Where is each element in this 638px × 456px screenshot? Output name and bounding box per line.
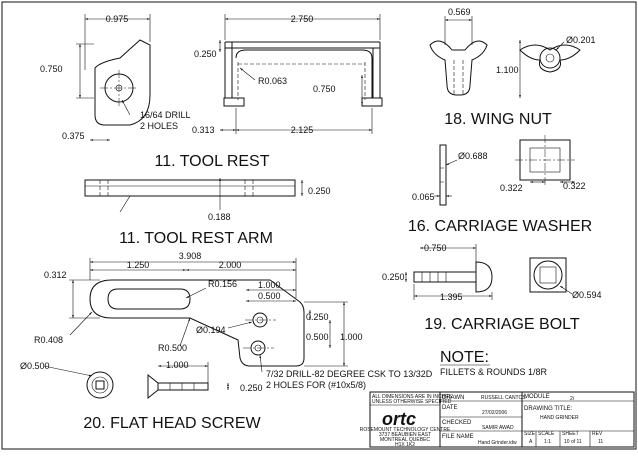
sheet-label: SHEET xyxy=(562,431,579,437)
company-line2: 3737 BEAUBIEN EAST xyxy=(379,432,431,438)
dim-plate-r0408: R0.408 xyxy=(34,335,63,345)
dim-plate-0500b: 0.500 xyxy=(306,332,329,342)
note-block: NOTE: FILLETS & ROUNDS 1/8R xyxy=(440,349,548,377)
tolerance-line1: ALL DIMENSIONS ARE IN INCHES xyxy=(372,394,452,400)
drawn-label: DRAWN xyxy=(442,395,464,401)
dim-plate-0500a: 0.500 xyxy=(258,291,281,301)
date-value: 27/02/2006 xyxy=(482,410,507,416)
checked-label: CHECKED xyxy=(442,420,472,426)
dim-tool-rest-r0063: R0.063 xyxy=(258,76,287,86)
dim-screw-dia0500: Ø0.500 xyxy=(20,361,50,371)
dim-washer-0322b: 0.322 xyxy=(563,181,586,191)
dim-plate-dia0194: Ø0.194 xyxy=(196,325,226,335)
dim-washer-dia0688: Ø0.688 xyxy=(458,151,488,161)
carriage-washer-view: Ø0.688 0.065 0.322 0.322 16. CARRIAGE WA… xyxy=(408,135,592,235)
dim-tool-rest-inner-0750: 0.750 xyxy=(313,84,336,94)
dim-tool-rest-2125: 2.125 xyxy=(291,125,314,135)
arm-plate-view: 3.908 1.250 2.000 0.312 R0.156 1.000 0.5… xyxy=(34,251,433,390)
checked-value: SAMIR AWAD xyxy=(482,425,514,431)
dim-screw-1000: 1.000 xyxy=(166,360,189,370)
dim-plate-2000: 2.000 xyxy=(219,260,242,270)
dim-wingnut-dia0201: Ø0.201 xyxy=(566,35,596,45)
file-label: FILE NAME xyxy=(442,434,474,440)
drawn-value: RUSSELL CANTOS xyxy=(481,395,526,401)
title-tool-rest: 11. TOOL REST xyxy=(154,153,269,170)
dim-plate-1000a: 1.000 xyxy=(258,280,281,290)
dim-tool-rest-2750: 2.750 xyxy=(291,14,314,24)
scale-label: SCALE xyxy=(538,431,555,437)
drill-note-line1: 16/64 DRILL xyxy=(140,110,191,120)
dim-plate-r0156: R0.156 xyxy=(208,279,237,289)
note-text: FILLETS & ROUNDS 1/8R xyxy=(440,367,548,377)
company-logo: ortc xyxy=(382,409,416,429)
carriage-bolt-view: 0.750 0.250 1.395 Ø0.594 19. CARRIAGE BO… xyxy=(382,243,602,333)
note-heading: NOTE: xyxy=(440,349,489,366)
rev-label: REV xyxy=(592,431,603,437)
dim-bolt-0750: 0.750 xyxy=(424,243,447,253)
dim-plate-r0500: R0.500 xyxy=(158,343,187,353)
dim-arm-0250: 0.250 xyxy=(308,186,331,196)
title-flat-head-screw: 20. FLAT HEAD SCREW xyxy=(83,415,261,432)
drawing-title-label: DRAWING TITLE: xyxy=(524,406,573,412)
dim-bolt-1395: 1.395 xyxy=(440,292,463,302)
sheet-value: 10 of 11 xyxy=(564,439,582,445)
title-carriage-bolt: 19. CARRIAGE BOLT xyxy=(424,316,580,333)
dim-tool-rest-0375: 0.375 xyxy=(62,131,85,141)
dim-tool-rest-0250: 0.250 xyxy=(194,49,217,59)
company-line1: ROSEMOUNT TECHNOLOGY CENTRE xyxy=(360,427,451,433)
dim-plate-1250: 1.250 xyxy=(127,260,150,270)
dim-plate-3908: 3.908 xyxy=(179,251,202,261)
size-value: A xyxy=(529,439,533,445)
dim-washer-0065: 0.065 xyxy=(412,192,435,202)
module-value: 2i xyxy=(570,396,574,402)
title-tool-rest-arm: 11. TOOL REST ARM xyxy=(119,230,273,247)
dim-plate-0250: 0.250 xyxy=(306,312,329,322)
dim-plate-1000b: 1.000 xyxy=(340,332,363,342)
dim-wingnut-0569: 0.569 xyxy=(448,7,471,17)
dim-tool-rest-0313: 0.313 xyxy=(192,125,215,135)
rev-value: 11 xyxy=(598,439,603,445)
title-carriage-washer: 16. CARRIAGE WASHER xyxy=(408,218,592,235)
plate-drill-note-line1: 7/32 DRILL-82 DEGREE CSK TO 13/32D xyxy=(266,369,433,379)
scale-value: 1:1 xyxy=(544,439,551,445)
dim-bolt-dia0594: Ø0.594 xyxy=(572,290,602,300)
title-wing-nut: 18. WING NUT xyxy=(444,111,552,128)
size-label: SIZE xyxy=(524,431,536,437)
company-line4: H1X 1K2 xyxy=(395,442,415,448)
file-value: Hand Grinder.idw xyxy=(478,440,517,446)
tool-rest-view: 0.975 2.750 0.750 0.250 R0.063 0.750 16/… xyxy=(40,14,383,170)
dim-washer-0322a: 0.322 xyxy=(500,183,523,193)
dim-wingnut-1100: 1.100 xyxy=(496,65,519,75)
wing-nut-view: 0.569 Ø0.201 1.100 18. WING NUT xyxy=(429,7,596,128)
drawing-title-value: HAND GRINDER xyxy=(540,415,579,421)
dim-screw-0250: 0.250 xyxy=(240,383,263,393)
drill-note-line2: 2 HOLES xyxy=(140,121,178,131)
dim-tool-rest-0975: 0.975 xyxy=(106,14,129,24)
tool-rest-arm-view: 0.250 0.188 11. TOOL REST ARM xyxy=(84,178,331,247)
dim-arm-0188: 0.188 xyxy=(208,212,231,222)
company-line3: MONTREAL QUEBEC xyxy=(380,437,430,443)
plate-drill-note-line2: 2 HOLES FOR (#10x5/8) xyxy=(266,380,366,390)
dim-bolt-0250: 0.250 xyxy=(382,272,405,282)
title-block: ALL DIMENSIONS ARE IN INCHES UNLESS OTHE… xyxy=(360,391,635,448)
module-label: MODULE xyxy=(524,394,550,400)
flat-head-screw-view: Ø0.500 1.000 0.250 20. FLAT HEAD SCREW xyxy=(20,360,263,432)
date-label: DATE xyxy=(442,405,458,411)
dim-plate-0312: 0.312 xyxy=(44,270,67,280)
dim-tool-rest-0750: 0.750 xyxy=(40,64,63,74)
tolerance-line2: UNLESS OTHERWISE SPECIFIED xyxy=(372,399,452,405)
